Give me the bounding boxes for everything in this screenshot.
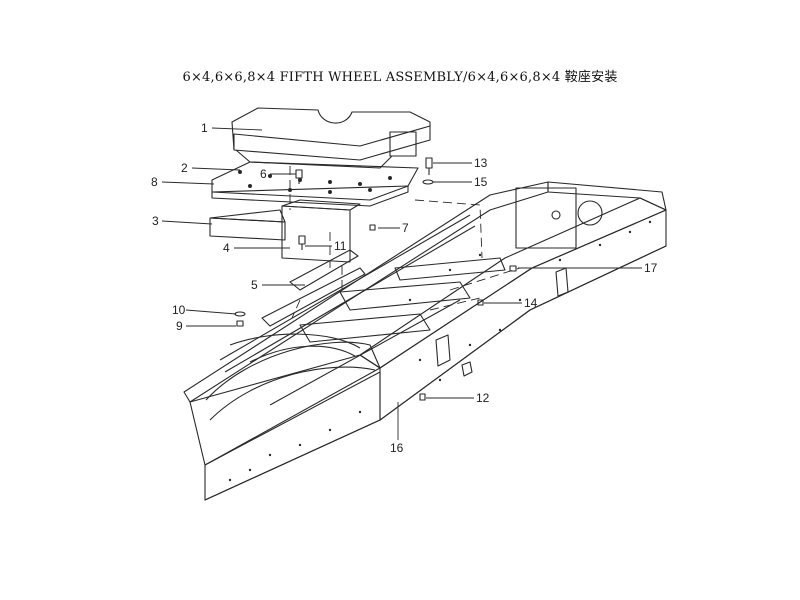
callout-16: 16: [390, 441, 404, 455]
angle-bracket: [209, 199, 366, 327]
callout-6: 6: [260, 167, 267, 181]
callout-13: 13: [474, 156, 488, 170]
callout-4: 4: [223, 241, 230, 255]
leader-lines: [161, 127, 642, 440]
alignment-dashes: [289, 166, 521, 319]
callout-3: 3: [152, 214, 159, 228]
diagram-title: 6×4,6×6,8×4 FIFTH WHEEL ASSEMBLY/6×4,6×6…: [182, 70, 618, 85]
callout-11: 11: [334, 239, 347, 253]
callout-10: 10: [172, 303, 186, 317]
callout-7: 7: [402, 221, 409, 235]
chassis-frame: [183, 181, 667, 501]
callout-2: 2: [181, 161, 188, 175]
callout-5: 5: [251, 278, 258, 292]
mounting-plate: [211, 161, 419, 207]
callout-9: 9: [176, 319, 183, 333]
callout-17: 17: [644, 261, 658, 275]
callout-1: 1: [201, 121, 208, 135]
callout-12: 12: [476, 391, 490, 405]
callout-15: 15: [474, 175, 488, 189]
callout-8: 8: [151, 175, 158, 189]
callout-labels: 1 2 3 4 5 6 7 8 9 10 11 12 13 14 15 16 1…: [151, 121, 658, 455]
callout-14: 14: [524, 296, 538, 310]
fifth-wheel-plate: [231, 107, 431, 169]
